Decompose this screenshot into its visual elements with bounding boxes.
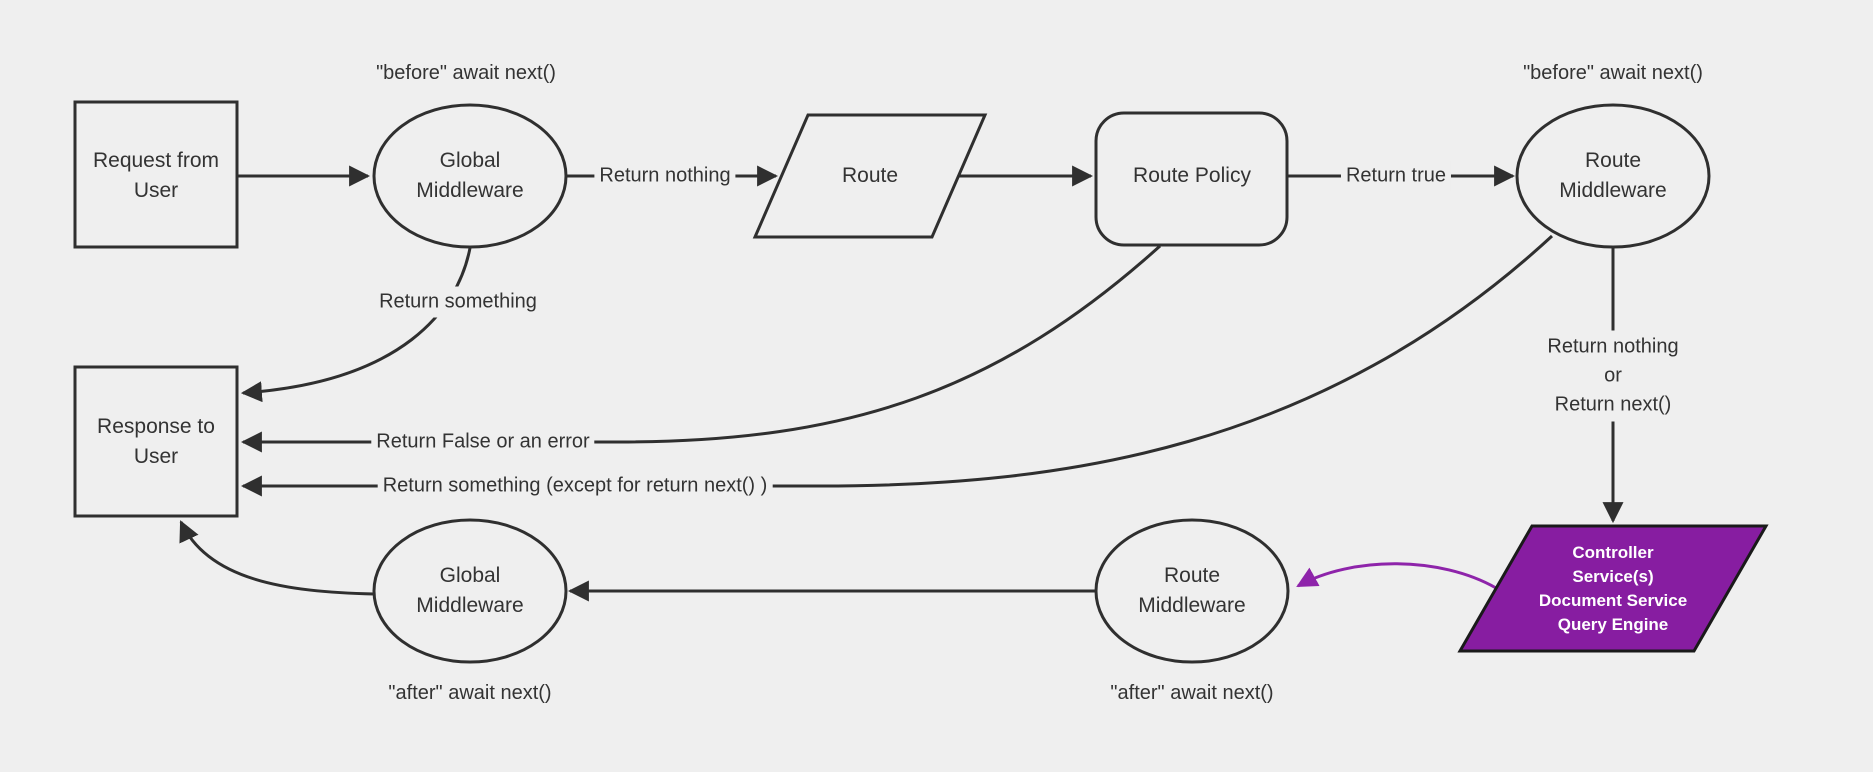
global-middleware-bottom-line1: Global xyxy=(439,564,501,587)
return-something-edge-label: Return something xyxy=(374,286,542,318)
return-something-except-edge-label: Return something (except for return next… xyxy=(377,470,773,502)
controller-line3: Document Service xyxy=(1538,591,1688,610)
return-nothing-or-line3: Return next() xyxy=(1554,393,1672,416)
response-line2: User xyxy=(133,445,179,468)
route-policy-node xyxy=(1094,111,1289,247)
response-line1: Response to xyxy=(97,415,215,438)
return-nothing-edge-label: Return nothing xyxy=(594,160,736,192)
response-node xyxy=(73,365,239,518)
global-middleware-bottom-line2: Middleware xyxy=(416,594,524,617)
global-middleware-top-label: Global Middleware xyxy=(416,146,523,206)
route-node-label: Route xyxy=(841,164,899,187)
route-middleware-bottom-line1: Route xyxy=(1163,564,1221,587)
global-middleware-top-line1: Global xyxy=(439,149,501,172)
edge-route-middleware-return-something-except xyxy=(240,234,1554,497)
controller-node xyxy=(1457,524,1769,653)
controller-node-label: Controller Service(s) Document Service Q… xyxy=(1539,541,1687,637)
global-middleware-top-node xyxy=(372,103,568,249)
request-line1: Request from xyxy=(92,149,220,172)
edge-global-middleware-return-something xyxy=(240,247,472,403)
request-node xyxy=(73,100,239,249)
controller-line4: Query Engine xyxy=(1557,615,1669,634)
after-await-next-route-annotation: "after" await next() xyxy=(1110,682,1274,704)
edge-controller-to-route-middleware-bottom xyxy=(1296,562,1497,590)
before-await-next-route-annotation: "before" await next() xyxy=(1523,62,1703,84)
return-false-edge-label: Return False or an error xyxy=(371,426,595,458)
route-node xyxy=(752,113,988,239)
after-await-next-global-annotation: "after" await next() xyxy=(388,682,552,704)
global-middleware-bottom-label: Global Middleware xyxy=(416,561,523,621)
edge-global-middleware-to-response xyxy=(179,520,375,596)
request-line2: User xyxy=(133,179,179,202)
controller-line1: Controller xyxy=(1572,543,1654,562)
before-await-next-global-annotation: "before" await next() xyxy=(376,62,556,84)
route-middleware-bottom-label: Route Middleware xyxy=(1138,561,1245,621)
route-middleware-bottom-node xyxy=(1094,518,1290,664)
return-nothing-or-line1: Return nothing xyxy=(1547,335,1679,358)
return-nothing-or-next-edge-label: Return nothing or Return next() xyxy=(1542,330,1684,422)
edge-route-policy-return-false xyxy=(240,244,1162,453)
controller-line2: Service(s) xyxy=(1572,567,1654,586)
route-policy-node-label: Route Policy xyxy=(1133,164,1251,187)
request-node-label: Request from User xyxy=(93,146,219,206)
return-nothing-or-line2: or xyxy=(1604,364,1622,387)
route-middleware-top-line1: Route xyxy=(1584,149,1642,172)
global-middleware-top-line2: Middleware xyxy=(416,179,524,202)
global-middleware-bottom-node xyxy=(372,518,568,664)
route-middleware-top-node xyxy=(1515,103,1711,249)
return-true-edge-label: Return true xyxy=(1340,160,1452,192)
route-middleware-top-label: Route Middleware xyxy=(1559,146,1666,206)
route-middleware-top-line2: Middleware xyxy=(1559,179,1667,202)
route-middleware-bottom-line2: Middleware xyxy=(1138,594,1246,617)
response-node-label: Response to User xyxy=(97,412,215,472)
